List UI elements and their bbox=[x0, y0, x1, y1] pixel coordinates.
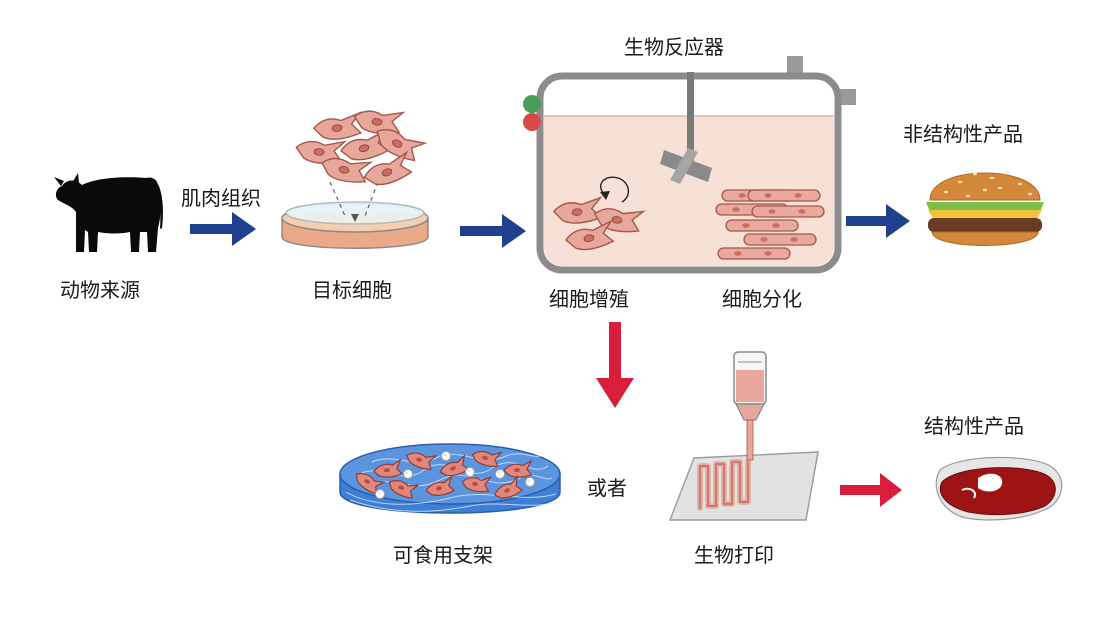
label-unstructured-product: 非结构性产品 bbox=[903, 122, 1023, 146]
label-bioreactor: 生物反应器 bbox=[624, 35, 724, 59]
label-bioprinting: 生物打印 bbox=[694, 543, 774, 567]
edible-scaffold-icon bbox=[339, 443, 561, 514]
label-structured-product: 结构性产品 bbox=[924, 414, 1024, 438]
flow-arrow-1 bbox=[190, 212, 256, 246]
label-cell-proliferation: 细胞增殖 bbox=[549, 287, 629, 311]
label-animal-source: 动物来源 bbox=[60, 278, 140, 302]
label-muscle-tissue: 肌肉组织 bbox=[181, 186, 261, 210]
petri-dish-icon bbox=[281, 181, 429, 249]
flow-arrow-2 bbox=[460, 214, 526, 248]
label-or: 或者 bbox=[587, 476, 627, 500]
down-arrow bbox=[596, 322, 634, 408]
steak-icon bbox=[935, 456, 1063, 521]
flow-arrow-3 bbox=[846, 204, 910, 238]
label-edible-scaffold: 可食用支架 bbox=[393, 543, 493, 567]
burger-icon bbox=[926, 170, 1044, 246]
label-target-cells: 目标细胞 bbox=[312, 278, 392, 302]
proliferating-cells bbox=[552, 176, 645, 255]
bioprinter-icon bbox=[668, 351, 819, 521]
flow-arrow-4 bbox=[840, 473, 902, 507]
label-cell-differentiation: 细胞分化 bbox=[722, 287, 802, 311]
cow-icon bbox=[54, 173, 163, 252]
target-cell-cluster bbox=[294, 106, 426, 192]
